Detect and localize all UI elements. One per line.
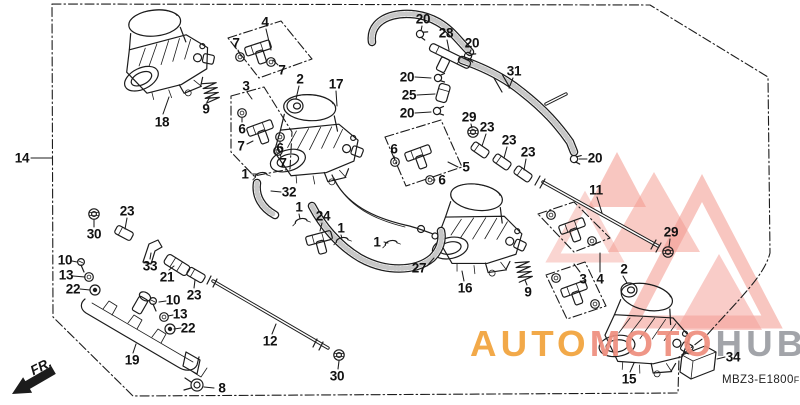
leader-line-22 bbox=[79, 288, 91, 291]
diagram-border bbox=[51, 3, 771, 397]
leader-line-28 bbox=[446, 39, 450, 51]
watermark-text: AUTOMOTOHUB bbox=[470, 323, 800, 365]
leader-line-33 bbox=[149, 252, 152, 260]
leader-line-3 bbox=[246, 91, 253, 100]
leader-line-6 bbox=[393, 155, 396, 161]
leader-lines bbox=[30, 25, 726, 389]
leader-line-20 bbox=[468, 49, 472, 55]
leader-line-27 bbox=[426, 257, 435, 267]
leader-line-23 bbox=[124, 217, 128, 230]
watermark-logo bbox=[545, 152, 783, 330]
leader-line-15 bbox=[629, 362, 635, 373]
diagram-code-suffix: F bbox=[793, 375, 800, 385]
leader-line-10 bbox=[71, 260, 78, 263]
leader-line-23 bbox=[523, 158, 527, 171]
leader-line-8 bbox=[203, 386, 215, 389]
subassembly-box-3 bbox=[230, 86, 293, 177]
subassembly-box-4 bbox=[227, 20, 313, 79]
leader-line-13 bbox=[72, 275, 86, 278]
bracket-33 bbox=[142, 239, 163, 265]
leader-line-18 bbox=[162, 96, 170, 115]
leader-line-29 bbox=[470, 123, 473, 129]
sensor-34 bbox=[679, 345, 717, 380]
leader-line-1 bbox=[383, 241, 389, 244]
leader-line-13 bbox=[167, 314, 174, 317]
vent-hose-top bbox=[367, 9, 475, 57]
leader-line-20 bbox=[420, 25, 423, 32]
leader-line-7 bbox=[246, 140, 254, 145]
subassembly-box-5 bbox=[384, 119, 463, 187]
tube-25 bbox=[435, 82, 451, 104]
leader-line-7 bbox=[237, 49, 242, 57]
watermark-auto: AUTO bbox=[470, 323, 590, 364]
joint-pipe-28 bbox=[428, 43, 472, 73]
leader-line-1 bbox=[340, 234, 343, 239]
leader-line-31 bbox=[508, 77, 514, 89]
leader-line-24 bbox=[319, 222, 323, 232]
leader-line-16 bbox=[461, 270, 465, 282]
hose-32 bbox=[252, 178, 280, 220]
joint-24 bbox=[304, 229, 337, 258]
leader-line-7 bbox=[279, 153, 282, 158]
leader-line-9 bbox=[524, 279, 528, 286]
leader-line-17 bbox=[335, 90, 338, 107]
subassembly-box-right-upper bbox=[537, 201, 611, 253]
leader-line-23 bbox=[503, 146, 508, 159]
carburetor-18 bbox=[113, 3, 220, 104]
throttle-cable bbox=[331, 174, 439, 240]
diagram-code: MBZ3-E1800F bbox=[722, 374, 800, 386]
diagram-code-text: MBZ3-E1800 bbox=[722, 374, 794, 386]
leader-line-21 bbox=[168, 265, 175, 271]
connector-21 bbox=[163, 253, 191, 277]
clamp-8 bbox=[183, 377, 204, 392]
leader-line-2 bbox=[295, 85, 300, 100]
fuel-rail-19 bbox=[80, 291, 208, 378]
leader-line-23 bbox=[481, 133, 487, 147]
leader-line-9 bbox=[206, 96, 211, 103]
leader-line-1 bbox=[298, 213, 301, 220]
subassembly-box-right-lower bbox=[545, 261, 607, 320]
leader-line-11 bbox=[596, 196, 603, 214]
leader-line-5 bbox=[447, 161, 459, 168]
leader-line-22 bbox=[173, 327, 182, 330]
leader-line-23 bbox=[193, 279, 196, 289]
rod-12 bbox=[206, 275, 330, 351]
leader-line-20 bbox=[414, 111, 432, 114]
leader-line-32 bbox=[270, 190, 282, 193]
watermark-hub: HUB bbox=[715, 323, 800, 364]
leader-line-4 bbox=[265, 28, 272, 51]
leader-line-34 bbox=[716, 356, 726, 360]
leader-line-3 bbox=[573, 263, 581, 273]
carburetor-17 bbox=[265, 91, 368, 188]
hose-31 bbox=[457, 55, 579, 157]
leader-line-2 bbox=[622, 275, 628, 284]
leader-line-29 bbox=[668, 238, 671, 248]
leader-line-10 bbox=[158, 300, 167, 303]
front-direction-arrow bbox=[12, 366, 56, 394]
leader-line-20 bbox=[414, 76, 432, 79]
leader-line-25 bbox=[416, 93, 436, 96]
leader-line-30 bbox=[337, 360, 340, 370]
leader-line-12 bbox=[271, 323, 277, 335]
fuel-pipe-11 bbox=[534, 175, 662, 253]
watermark-moto: MOTO bbox=[589, 323, 716, 364]
leader-line-7 bbox=[272, 59, 279, 66]
leader-line-19 bbox=[132, 343, 137, 354]
